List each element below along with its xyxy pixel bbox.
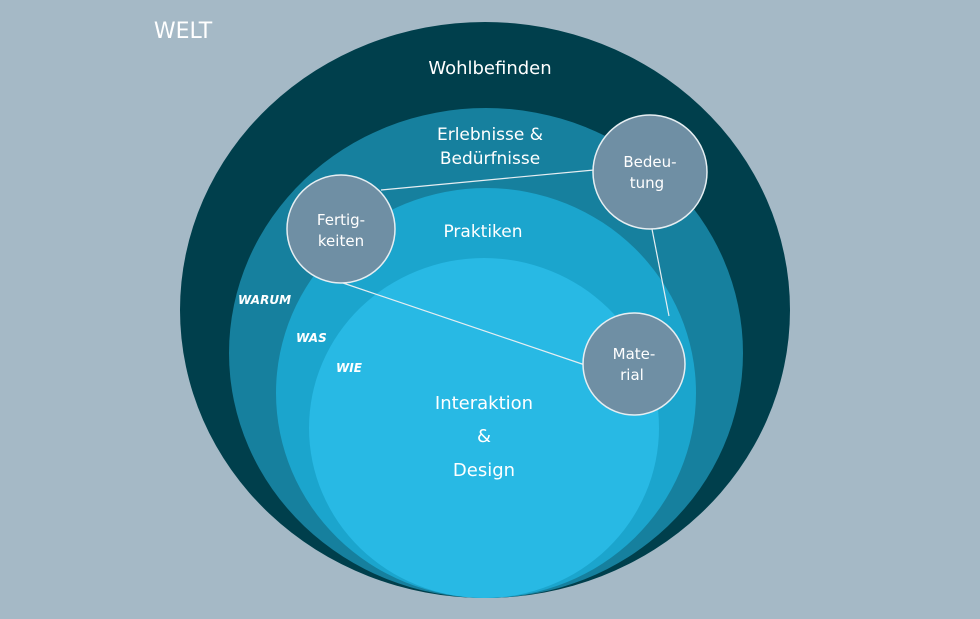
node-label: Mate- — [613, 345, 656, 363]
link-bedeutung-material — [650, 223, 670, 317]
world-title: WELT — [154, 19, 213, 44]
label-experiences-1: Erlebnisse & — [437, 125, 543, 145]
node-label: keiten — [318, 232, 364, 250]
link-fertigkeiten-material — [339, 281, 586, 366]
node-label: rial — [620, 366, 644, 384]
node-label: Bedeu- — [623, 153, 676, 171]
node-material: Mate- rial — [582, 312, 686, 416]
label-ampersand: & — [477, 426, 491, 447]
link-fertigkeiten-bedeutung — [380, 169, 595, 191]
label-practices: Praktiken — [443, 222, 522, 242]
label-wellbeing: Wohlbefinden — [428, 58, 551, 79]
node-fertigkeiten: Fertig- keiten — [286, 174, 396, 284]
label-interaction: Interaktion — [435, 393, 533, 414]
label-experiences-2: Bedürfnisse — [440, 149, 540, 169]
level-warum: WARUM — [238, 293, 291, 307]
ring-interaction — [309, 258, 659, 598]
level-was: WAS — [296, 331, 327, 345]
node-label: Fertig- — [317, 211, 365, 229]
node-label: tung — [630, 174, 664, 192]
node-bedeutung: Bedeu- tung — [592, 114, 708, 230]
label-design: Design — [453, 460, 515, 481]
level-wie: WIE — [336, 361, 363, 375]
